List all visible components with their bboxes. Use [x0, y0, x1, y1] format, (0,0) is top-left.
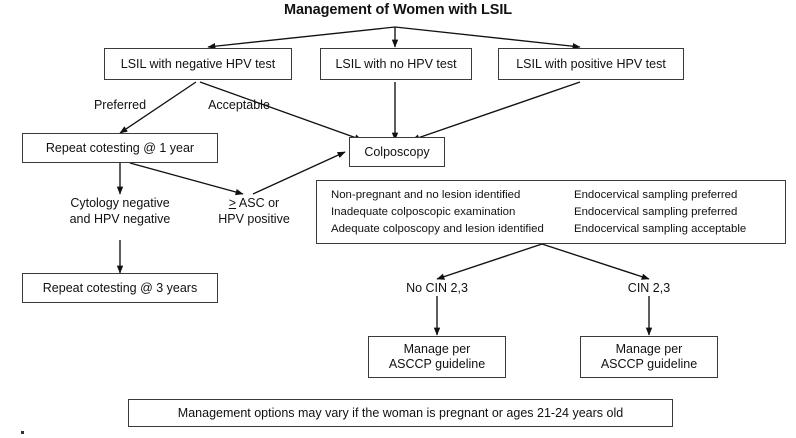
finding-condition: Non-pregnant and no lesion identified	[331, 189, 521, 201]
edge-label-preferred: Preferred	[93, 98, 147, 112]
node-repeat-cotesting-3-years[interactable]: Repeat cotesting @ 3 years	[22, 273, 218, 303]
edge-label-no-cin: No CIN 2,3	[406, 281, 468, 295]
node-lsil-no-hpv-label: LSIL with no HPV test	[335, 56, 457, 71]
image-artifact-dot	[21, 431, 24, 434]
node-manage-ascccp-left[interactable]: Manage per ASCCP guideline	[368, 336, 506, 378]
table-row: Inadequate colposcopic examination Endoc…	[331, 204, 773, 221]
colposcopy-findings-table: Non-pregnant and no lesion identified En…	[316, 180, 786, 244]
edge-label-asc-or-hpv-positive-rest: ASC or HPV positive	[218, 196, 290, 226]
page-title: Management of Women with LSIL	[283, 2, 513, 18]
edge-label-acceptable: Acceptable	[208, 98, 270, 112]
finding-condition: Adequate colposcopy and lesion identifie…	[331, 222, 544, 235]
finding-condition: Inadequate colposcopic examination	[331, 205, 516, 218]
edge-label-cytology-negative: Cytology negative and HPV negative	[69, 196, 171, 226]
greater-than-or-equal-glyph: >	[228, 196, 237, 210]
footer-note-box: Management options may vary if the woman…	[128, 399, 673, 427]
edge-positive-to-colposcopy	[411, 81, 581, 141]
node-lsil-no-hpv[interactable]: LSIL with no HPV test	[320, 48, 472, 80]
node-manage-ascccp-left-label: Manage per ASCCP guideline	[388, 342, 486, 371]
edge-findings-to-cin	[541, 243, 650, 280]
node-lsil-negative-hpv[interactable]: LSIL with negative HPV test	[104, 48, 292, 80]
node-repeat-cotesting-1-year-label: Repeat cotesting @ 1 year	[45, 140, 195, 155]
node-repeat-cotesting-3-years-label: Repeat cotesting @ 3 years	[42, 280, 198, 295]
node-manage-ascccp-right-label: Manage per ASCCP guideline	[600, 342, 698, 371]
node-colposcopy[interactable]: Colposcopy	[349, 137, 445, 167]
finding-recommendation: Endocervical sampling preferred	[574, 205, 738, 218]
footer-note-text: Management options may vary if the woman…	[177, 405, 624, 420]
node-lsil-positive-hpv-label: LSIL with positive HPV test	[516, 56, 666, 71]
edge-label-asc-or-hpv-positive: > ASC or HPV positive	[196, 196, 312, 227]
node-manage-ascccp-right[interactable]: Manage per ASCCP guideline	[580, 336, 718, 378]
table-row: Non-pregnant and no lesion identified En…	[331, 187, 773, 204]
edge-repeat1-to-asc	[129, 162, 244, 196]
node-lsil-positive-hpv[interactable]: LSIL with positive HPV test	[498, 48, 684, 80]
finding-recommendation: Endocervical sampling acceptable	[574, 222, 747, 235]
node-lsil-negative-hpv-label: LSIL with negative HPV test	[120, 56, 276, 71]
edge-title-to-positive	[394, 26, 581, 50]
node-colposcopy-label: Colposcopy	[364, 144, 430, 159]
finding-recommendation: Endocervical sampling preferred	[574, 189, 738, 201]
table-row: Adequate colposcopy and lesion identifie…	[331, 221, 773, 238]
edge-findings-to-nocin	[436, 243, 543, 280]
edge-title-to-negative	[207, 26, 396, 50]
edge-label-cin: CIN 2,3	[627, 281, 671, 295]
node-repeat-cotesting-1-year[interactable]: Repeat cotesting @ 1 year	[22, 133, 218, 163]
